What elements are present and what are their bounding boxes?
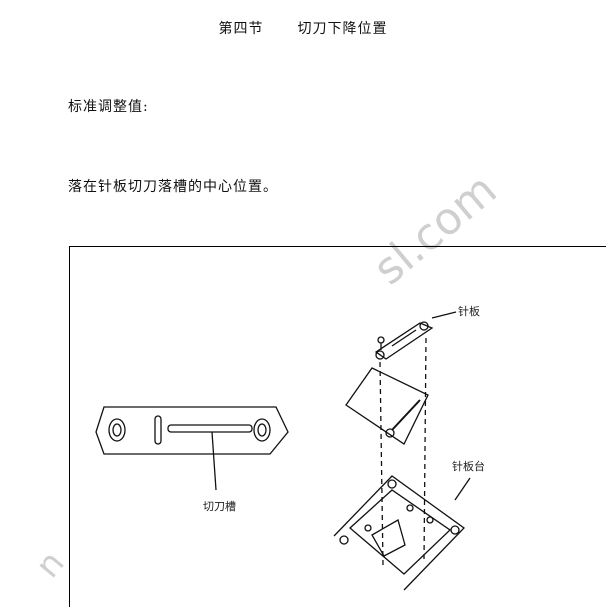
exploded-assembly: [333, 311, 471, 591]
standard-label: 标准调整值:: [68, 99, 149, 115]
needle-plate-top-view: [95, 406, 289, 491]
section-heading: 第四节 切刀下降位置: [0, 18, 606, 38]
section-number: 第四节: [218, 21, 264, 37]
label-needle-plate: 针板: [458, 304, 480, 318]
label-knife-slot: 切刀槽: [203, 500, 236, 513]
label-needle-plate-base: 针板台: [452, 459, 485, 473]
figure-frame: [69, 246, 606, 607]
section-title: 切刀下降位置: [297, 21, 388, 37]
technical-illustration: 针板 针板台 切刀槽: [95, 304, 485, 591]
description-text: 落在针板切刀落槽的中心位置。: [68, 179, 278, 195]
